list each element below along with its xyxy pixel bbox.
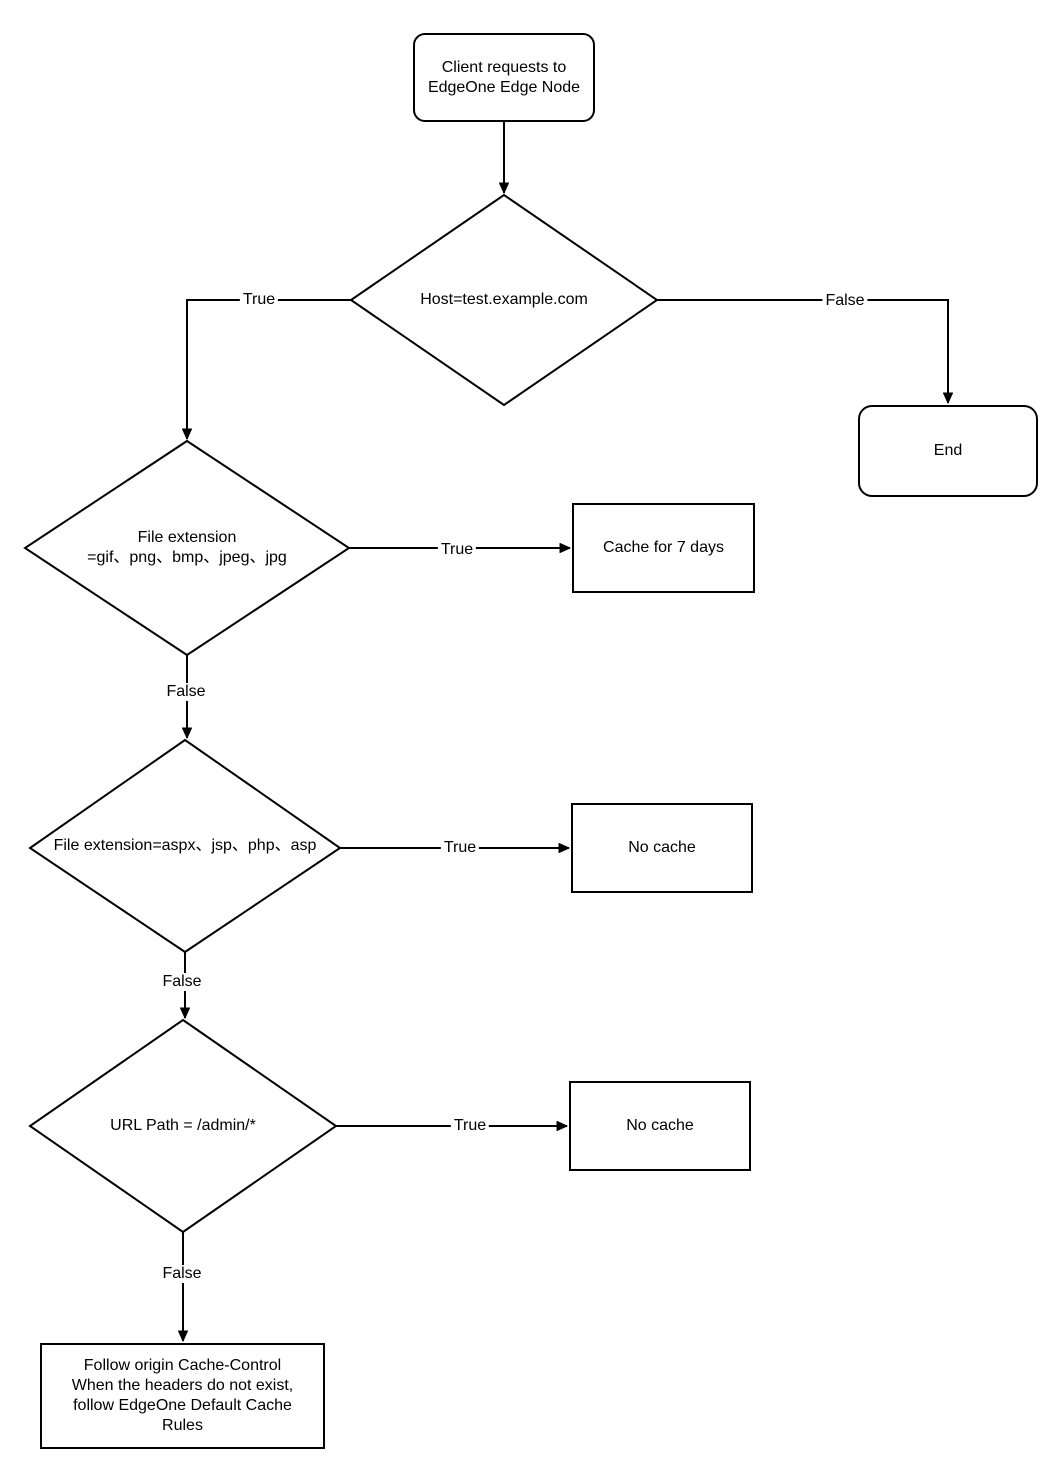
node-no-cache-dynamic: No cache <box>571 803 753 893</box>
node-start-label: Client requests to EdgeOne Edge Node <box>427 58 581 96</box>
decision-host-shape <box>349 193 659 407</box>
node-end: End <box>858 405 1038 497</box>
edge-label-dynamic-true: True <box>440 839 480 857</box>
node-cache-7-days: Cache for 7 days <box>572 503 755 593</box>
edge-label-host-false: False <box>822 292 868 310</box>
decision-dynamic-ext-label: File extension=aspx、jsp、php、asp <box>53 837 317 854</box>
node-cache-7-days-label: Cache for 7 days <box>603 539 724 556</box>
edge-label-admin-true: True <box>450 1117 490 1135</box>
decision-admin-path-shape <box>28 1018 338 1234</box>
edge-host-true <box>182 299 351 440</box>
edge-label-image-false: False <box>163 683 209 701</box>
edge-host-false <box>657 299 953 404</box>
node-no-cache-admin-label: No cache <box>626 1117 694 1134</box>
node-start: Client requests to EdgeOne Edge Node <box>413 33 595 122</box>
edge-label-admin-false: False <box>159 1265 205 1283</box>
decision-image-ext-label: File extension =gif、png、bmp、jpeg、jpg <box>87 529 287 566</box>
edge-label-host-true: True <box>239 291 279 309</box>
node-no-cache-admin: No cache <box>569 1081 751 1171</box>
edge-label-dynamic-false: False <box>159 973 205 991</box>
node-end-label: End <box>933 442 963 459</box>
node-default-cache-rules-label: Follow origin Cache-Control When the hea… <box>71 1357 294 1434</box>
decision-image-ext-shape <box>23 439 351 657</box>
edge-label-image-true: True <box>437 541 477 559</box>
node-no-cache-dynamic-label: No cache <box>628 839 696 856</box>
node-default-cache-rules: Follow origin Cache-Control When the hea… <box>40 1343 325 1449</box>
decision-admin-path-label: URL Path = /admin/* <box>110 1117 256 1134</box>
decision-host-label: Host=test.example.com <box>420 291 588 308</box>
decision-dynamic-ext-shape <box>28 738 342 954</box>
